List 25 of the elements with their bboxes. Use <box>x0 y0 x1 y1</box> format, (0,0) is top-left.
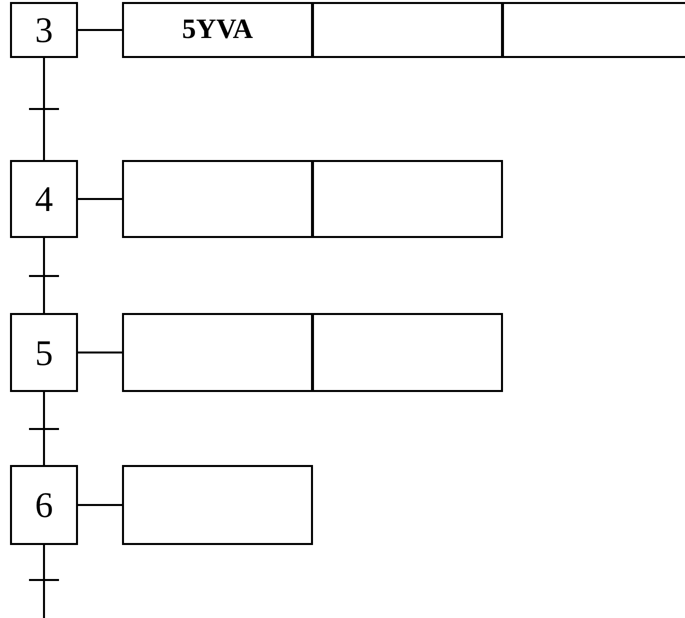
step-number: 4 <box>35 178 53 220</box>
connector-line <box>78 352 122 354</box>
step-box <box>10 2 78 58</box>
step-box <box>10 465 78 545</box>
action-box <box>122 313 313 392</box>
action-box <box>312 160 503 238</box>
action-label: 5YVA <box>182 14 254 46</box>
action-box <box>312 2 503 58</box>
step-box <box>10 313 78 392</box>
step-number: 3 <box>35 9 53 51</box>
connector-line <box>78 29 122 31</box>
action-box <box>122 160 313 238</box>
connector-line <box>43 392 45 465</box>
connector-line <box>43 238 45 313</box>
action-box <box>312 313 503 392</box>
action-box <box>122 2 313 58</box>
action-box <box>122 465 313 545</box>
step-box <box>10 160 78 238</box>
action-box <box>502 2 685 58</box>
connector-line <box>43 58 45 160</box>
connector-line <box>43 545 45 618</box>
connector-line <box>78 198 122 200</box>
step-number: 5 <box>35 332 53 374</box>
connector-line <box>78 504 122 506</box>
step-number: 6 <box>35 484 53 526</box>
